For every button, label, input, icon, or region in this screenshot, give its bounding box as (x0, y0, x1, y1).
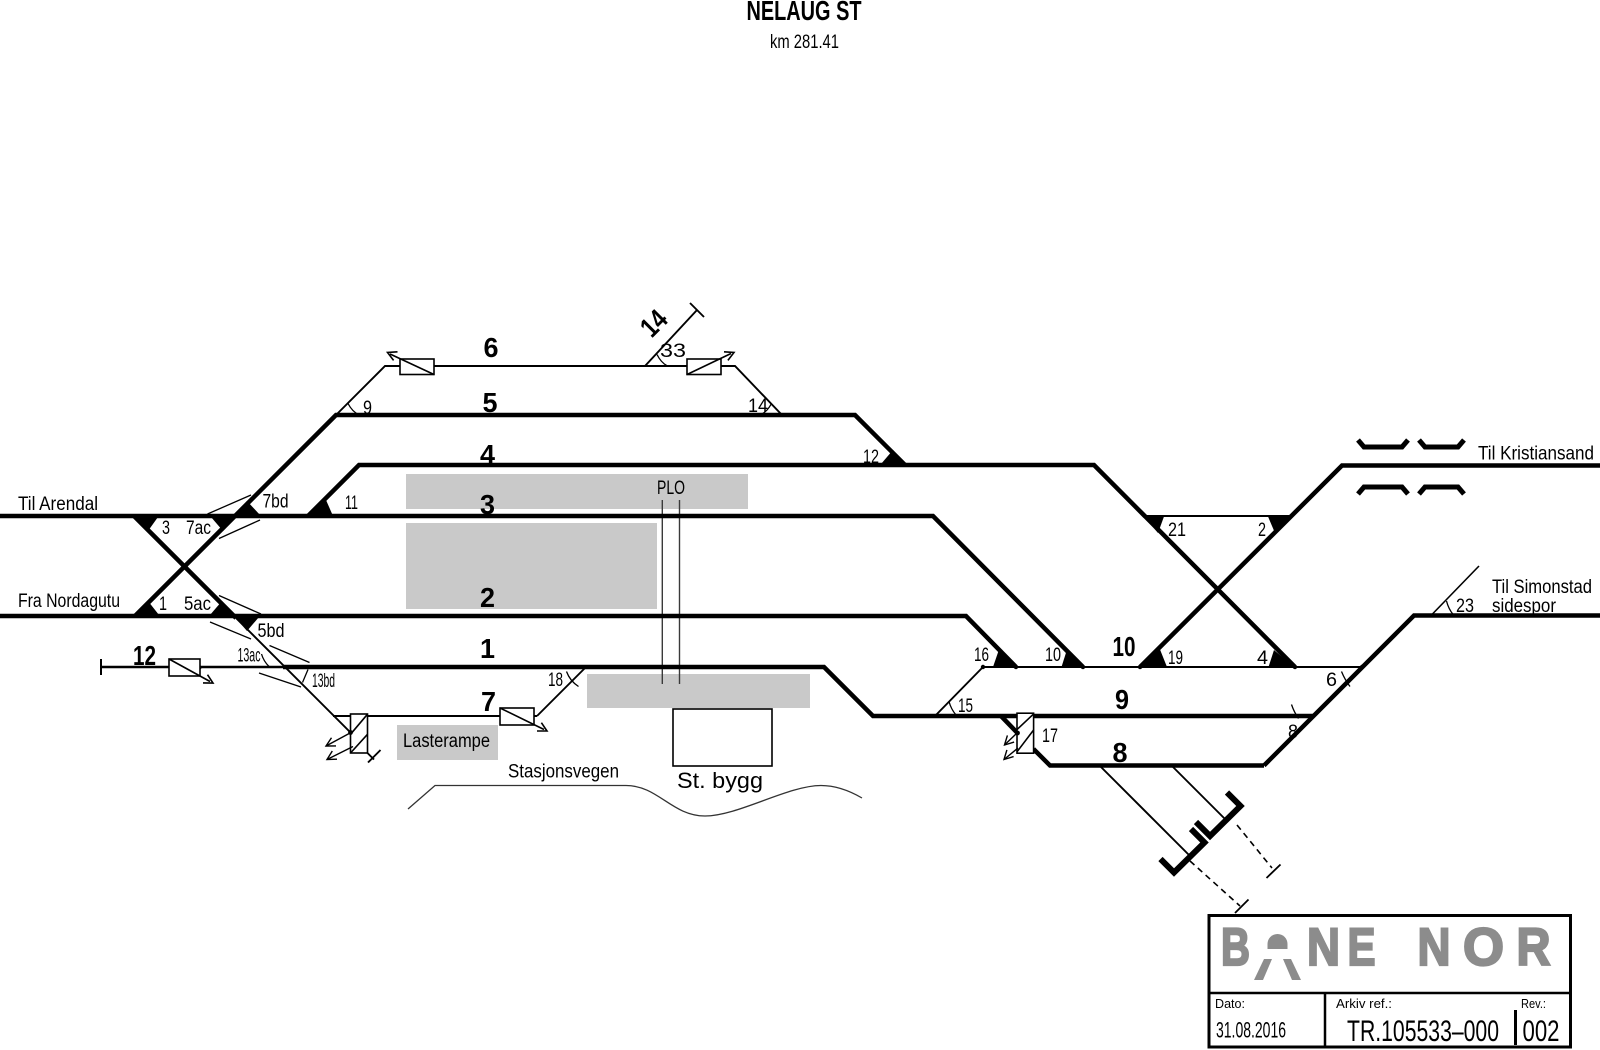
svg-text:8: 8 (1288, 722, 1298, 743)
svg-text:N: N (1307, 918, 1340, 977)
svg-text:7bd: 7bd (263, 492, 289, 513)
svg-text:km 281.41: km 281.41 (770, 31, 839, 53)
svg-text:12: 12 (863, 447, 879, 468)
svg-text:Stasjonsvegen: Stasjonsvegen (508, 762, 619, 783)
svg-text:21: 21 (1168, 520, 1186, 541)
svg-text:NELAUG ST: NELAUG ST (747, 0, 862, 26)
svg-text:Dato:: Dato: (1215, 996, 1245, 1011)
svg-text:Lasterampe: Lasterampe (403, 731, 490, 752)
svg-text:16: 16 (974, 645, 989, 666)
svg-text:sidespor: sidespor (1492, 596, 1557, 617)
svg-text:5: 5 (483, 387, 498, 418)
svg-text:7ac: 7ac (186, 518, 211, 539)
svg-text:Fra Nordagutu: Fra Nordagutu (18, 591, 120, 612)
svg-text:17: 17 (1042, 726, 1058, 747)
svg-text:N: N (1418, 918, 1451, 977)
svg-text:O: O (1463, 918, 1504, 977)
svg-text:7: 7 (481, 686, 496, 717)
svg-text:13ac: 13ac (238, 646, 261, 667)
svg-text:15: 15 (958, 696, 973, 717)
svg-text:E: E (1348, 918, 1376, 977)
svg-text:31.08.2016: 31.08.2016 (1216, 1018, 1286, 1043)
svg-text:3: 3 (480, 489, 495, 520)
svg-text:19: 19 (1168, 648, 1183, 669)
svg-text:13bd: 13bd (312, 671, 335, 692)
svg-text:1: 1 (480, 633, 495, 664)
svg-text:12: 12 (133, 640, 156, 671)
svg-text:Til Arendal: Til Arendal (18, 494, 98, 515)
svg-text:9: 9 (363, 398, 372, 419)
svg-text:Til Simonstad: Til Simonstad (1492, 577, 1592, 598)
svg-text:1: 1 (159, 594, 167, 615)
svg-text:23: 23 (1456, 596, 1474, 617)
svg-text:3: 3 (162, 518, 170, 539)
svg-text:TR.105533–000: TR.105533–000 (1347, 1015, 1499, 1048)
svg-text:6: 6 (484, 332, 499, 363)
svg-text:2: 2 (480, 582, 495, 613)
svg-text:10: 10 (1113, 631, 1136, 662)
svg-text:8: 8 (1113, 737, 1128, 768)
svg-text:11: 11 (345, 493, 358, 514)
svg-text:5ac: 5ac (184, 594, 211, 615)
svg-text:9: 9 (1115, 684, 1129, 715)
svg-text:4: 4 (1257, 648, 1268, 669)
svg-text:Til Kristiansand: Til Kristiansand (1478, 444, 1594, 465)
svg-text:6: 6 (1326, 670, 1337, 691)
svg-text:002: 002 (1523, 1015, 1560, 1048)
svg-text:PLO: PLO (657, 478, 685, 499)
svg-text:Rev.:: Rev.: (1521, 996, 1546, 1011)
svg-text:Arkiv ref.:: Arkiv ref.: (1336, 996, 1392, 1011)
svg-text:18: 18 (548, 670, 563, 691)
svg-text:4: 4 (480, 439, 495, 470)
svg-text:33: 33 (660, 341, 686, 362)
svg-text:10: 10 (1045, 645, 1061, 666)
svg-text:14: 14 (748, 396, 768, 417)
svg-text:St. bygg: St. bygg (677, 768, 763, 793)
svg-text:B: B (1221, 918, 1250, 977)
svg-text:5bd: 5bd (258, 621, 285, 642)
svg-text:2: 2 (1258, 520, 1266, 541)
svg-text:R: R (1517, 918, 1551, 977)
